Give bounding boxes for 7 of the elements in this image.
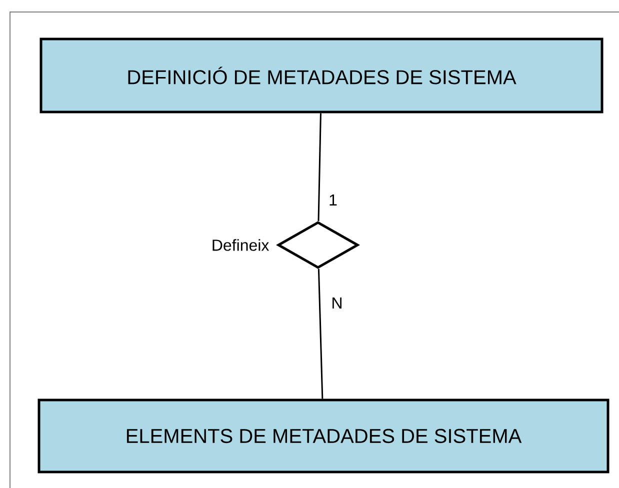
connector-line: [318, 113, 322, 222]
connector-line: [318, 268, 324, 399]
cardinality-label: N: [330, 296, 344, 310]
entity-box: DEFINICIÓ DE METADADES DE SISTEMA: [40, 38, 604, 114]
entity-box: ELEMENTS DE METADADES DE SISTEMA: [38, 398, 610, 474]
relationship-label: Defineix: [212, 239, 270, 251]
cardinality-label: 1: [328, 194, 338, 206]
